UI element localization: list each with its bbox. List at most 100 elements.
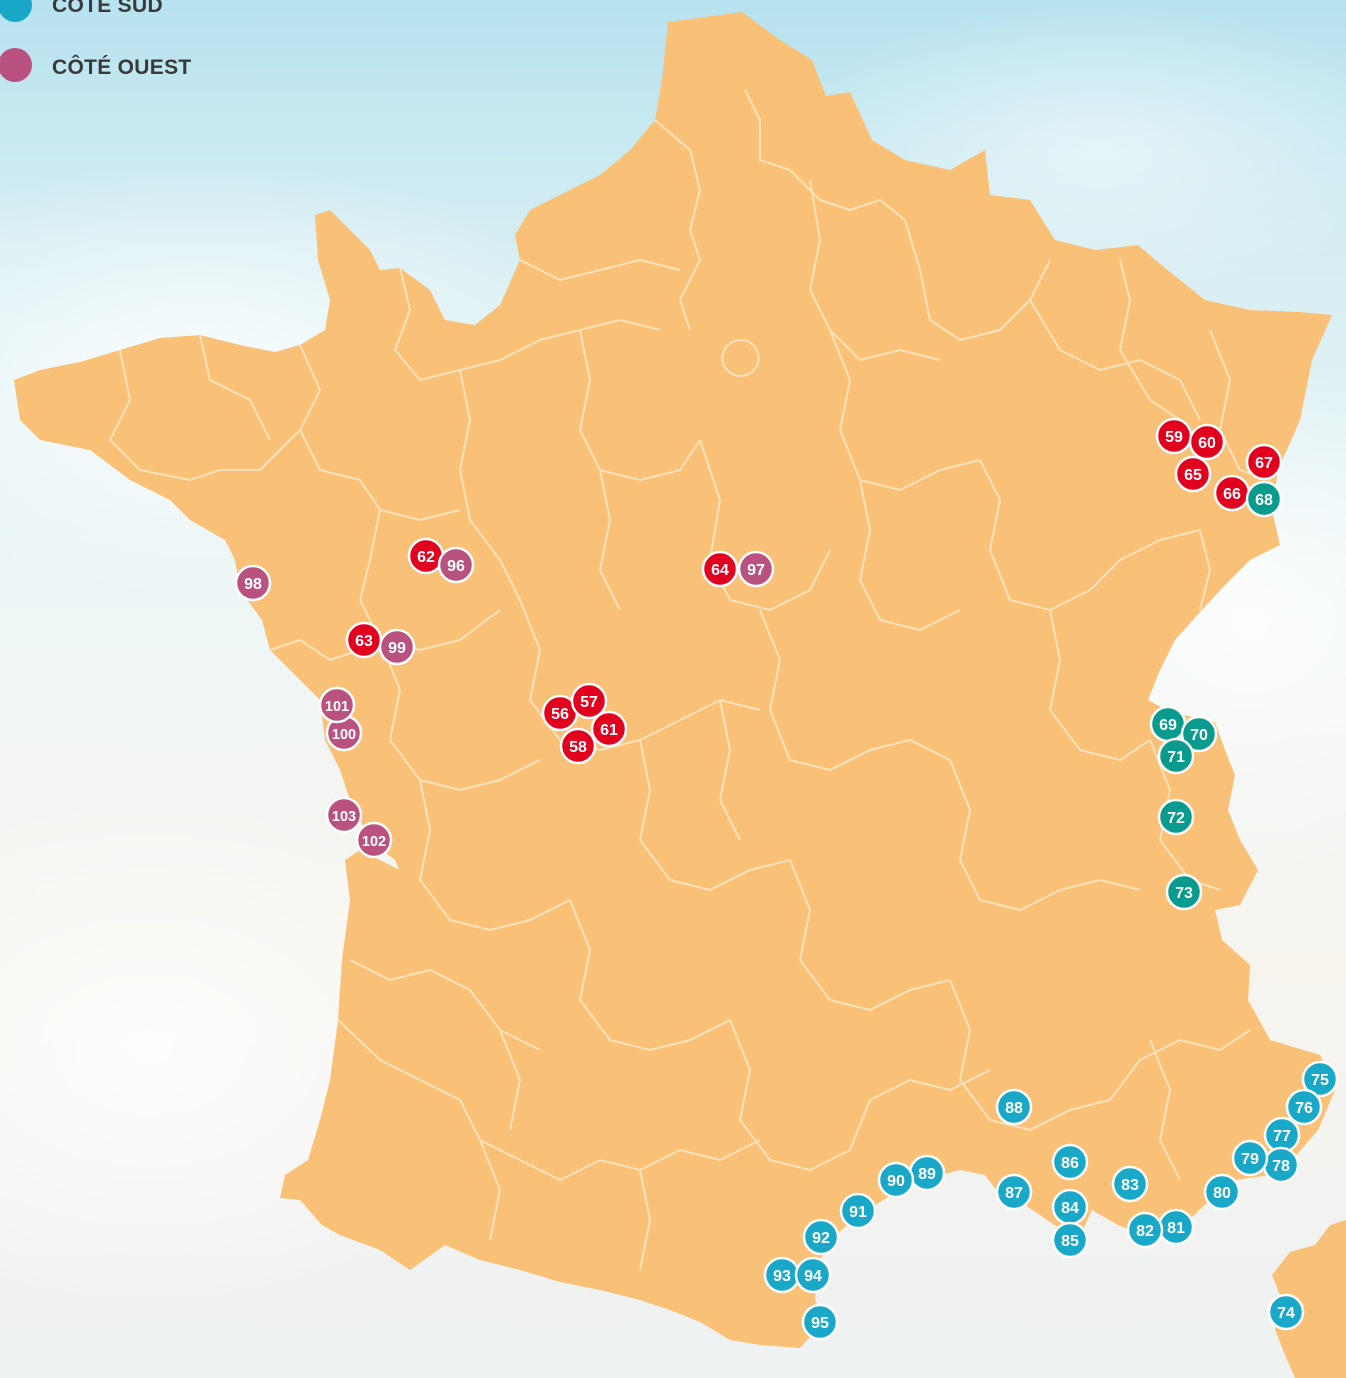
- marker-circle: [802, 1218, 840, 1256]
- marker-label: 63: [355, 633, 373, 650]
- marker-circle: [318, 686, 356, 724]
- marker-label: 73: [1175, 885, 1193, 902]
- map-marker-96[interactable]: 96: [437, 546, 475, 584]
- marker-label: 57: [580, 694, 598, 711]
- marker-label: 86: [1061, 1155, 1079, 1172]
- marker-circle: [995, 1088, 1033, 1126]
- marker-circle: [794, 1256, 832, 1294]
- map-marker-101[interactable]: 101: [318, 686, 356, 724]
- map-marker-73[interactable]: 73: [1165, 873, 1203, 911]
- map-marker-88[interactable]: 88: [995, 1088, 1033, 1126]
- marker-circle: [355, 821, 393, 859]
- marker-label: 101: [325, 699, 349, 715]
- map-marker-63[interactable]: 63: [345, 621, 383, 659]
- marker-circle: [1301, 1060, 1339, 1098]
- marker-label: 97: [747, 562, 765, 579]
- marker-label: 88: [1005, 1100, 1023, 1117]
- marker-label: 66: [1223, 486, 1241, 503]
- map-marker-83[interactable]: 83: [1111, 1165, 1149, 1203]
- map-marker-91[interactable]: 91: [839, 1192, 877, 1230]
- marker-label: 77: [1273, 1128, 1291, 1145]
- map-marker-84[interactable]: 84: [1051, 1188, 1089, 1226]
- map-marker-81[interactable]: 81: [1157, 1208, 1195, 1246]
- map-marker-97[interactable]: 97: [737, 550, 775, 588]
- marker-label: 61: [600, 722, 618, 739]
- marker-label: 81: [1167, 1220, 1185, 1237]
- map-marker-78[interactable]: 78: [1262, 1146, 1300, 1184]
- map-marker-76[interactable]: 76: [1285, 1088, 1323, 1126]
- map-marker-65[interactable]: 65: [1174, 455, 1212, 493]
- marker-label: 98: [244, 576, 262, 593]
- marker-circle: [1203, 1173, 1241, 1211]
- map-marker-98[interactable]: 98: [234, 564, 272, 602]
- marker-circle: [839, 1192, 877, 1230]
- map-marker-80[interactable]: 80: [1203, 1173, 1241, 1211]
- map-marker-58[interactable]: 58: [559, 727, 597, 765]
- marker-label: 69: [1159, 717, 1177, 734]
- marker-label: 60: [1198, 435, 1216, 452]
- marker-circle: [801, 1303, 839, 1341]
- marker-circle: [325, 796, 363, 834]
- marker-label: 56: [551, 706, 569, 723]
- marker-label: 80: [1213, 1185, 1231, 1202]
- marker-circle: [995, 1173, 1033, 1211]
- map-marker-59[interactable]: 59: [1155, 417, 1193, 455]
- marker-label: 93: [773, 1268, 791, 1285]
- map-marker-89[interactable]: 89: [908, 1154, 946, 1192]
- marker-circle: [234, 564, 272, 602]
- map-marker-71[interactable]: 71: [1157, 737, 1195, 775]
- france-mainland: [14, 12, 1335, 1348]
- map-marker-85[interactable]: 85: [1051, 1221, 1089, 1259]
- marker-label: 64: [711, 562, 729, 579]
- marker-circle: [737, 550, 775, 588]
- marker-circle: [1174, 455, 1212, 493]
- map-marker-62[interactable]: 62: [407, 537, 445, 575]
- map-marker-93[interactable]: 93: [763, 1256, 801, 1294]
- map-marker-103[interactable]: 103: [325, 796, 363, 834]
- map-marker-86[interactable]: 86: [1051, 1143, 1089, 1181]
- marker-label: 90: [887, 1173, 905, 1190]
- marker-label: 62: [417, 549, 435, 566]
- map-marker-94[interactable]: 94: [794, 1256, 832, 1294]
- marker-circle: [1180, 715, 1218, 753]
- marker-label: 58: [569, 739, 587, 756]
- map-marker-87[interactable]: 87: [995, 1173, 1033, 1211]
- marker-circle: [1245, 443, 1283, 481]
- marker-label: 102: [362, 834, 386, 850]
- map-marker-68[interactable]: 68: [1245, 480, 1283, 518]
- map-marker-72[interactable]: 72: [1157, 798, 1195, 836]
- map-marker-99[interactable]: 99: [378, 628, 416, 666]
- map-marker-70[interactable]: 70: [1180, 715, 1218, 753]
- marker-label: 100: [332, 727, 356, 743]
- marker-label: 65: [1184, 467, 1202, 484]
- map-marker-102[interactable]: 102: [355, 821, 393, 859]
- map-marker-69[interactable]: 69: [1149, 705, 1187, 743]
- map-marker-82[interactable]: 82: [1126, 1211, 1164, 1249]
- department-borders: [109, 89, 1271, 1271]
- marker-circle: [570, 682, 608, 720]
- corsica: [1272, 1220, 1346, 1378]
- marker-circle: [590, 710, 628, 748]
- map-marker-79[interactable]: 79: [1231, 1139, 1269, 1177]
- map-marker-60[interactable]: 60: [1188, 423, 1226, 461]
- map-marker-90[interactable]: 90: [877, 1161, 915, 1199]
- map-marker-95[interactable]: 95: [801, 1303, 839, 1341]
- marker-label: 79: [1241, 1151, 1259, 1168]
- marker-label: 67: [1255, 455, 1273, 472]
- marker-circle: [559, 727, 597, 765]
- map-marker-64[interactable]: 64: [701, 550, 739, 588]
- map-marker-92[interactable]: 92: [802, 1218, 840, 1256]
- map-marker-61[interactable]: 61: [590, 710, 628, 748]
- marker-label: 59: [1165, 429, 1183, 446]
- map-marker-66[interactable]: 66: [1213, 474, 1251, 512]
- marker-label: 74: [1277, 1305, 1295, 1322]
- map-marker-67[interactable]: 67: [1245, 443, 1283, 481]
- marker-label: 103: [332, 809, 356, 825]
- map-marker-75[interactable]: 75: [1301, 1060, 1339, 1098]
- map-marker-74[interactable]: 74: [1267, 1293, 1305, 1331]
- map-marker-57[interactable]: 57: [570, 682, 608, 720]
- marker-label: 89: [918, 1166, 936, 1183]
- legend-label: CÔTÉ SUD: [52, 0, 163, 17]
